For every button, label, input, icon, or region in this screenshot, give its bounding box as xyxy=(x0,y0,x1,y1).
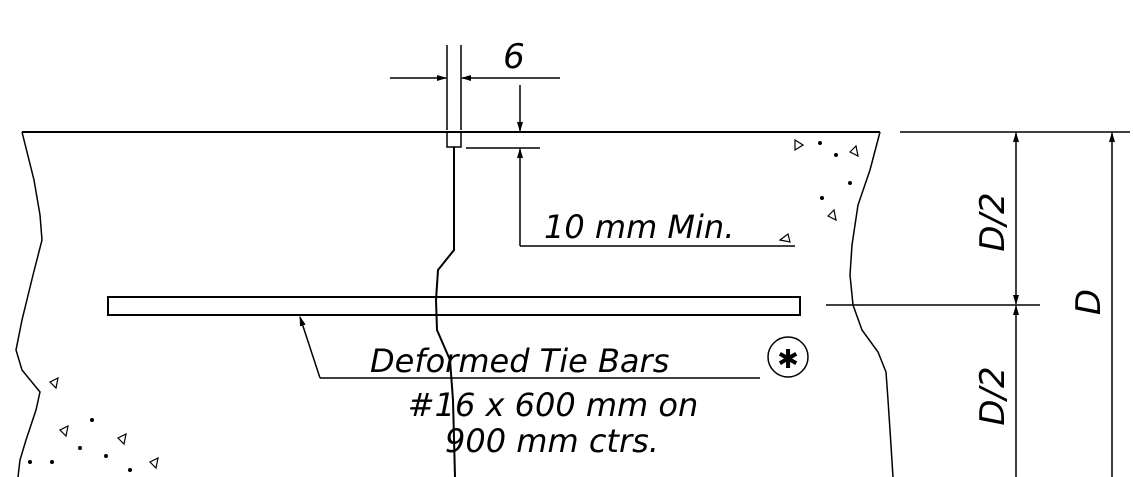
aggregate-texture xyxy=(28,138,859,472)
slab-depth-dimensions: D/2 D/2 D xyxy=(826,131,1130,477)
full-depth-label: D xyxy=(1069,289,1109,315)
upper-half-depth-label: D/2 xyxy=(973,192,1013,251)
sealant-depth-dimension: 10 mm Min. xyxy=(466,85,795,247)
tie-bar-leader-arrow xyxy=(299,316,321,379)
joint-width-dimension: 6 xyxy=(390,37,560,130)
lower-half-depth-label: D/2 xyxy=(973,366,1013,425)
slab-left-break-line xyxy=(15,131,43,477)
tie-bar-note-size: #16 x 600 mm on xyxy=(408,386,698,424)
tie-bar xyxy=(107,296,801,316)
tie-bar-callout: Deformed Tie Bars ✱ #16 x 600 mm on 900 … xyxy=(299,316,809,460)
tie-bar-note-title: Deformed Tie Bars xyxy=(370,342,669,380)
sealant-depth-label: 10 mm Min. xyxy=(544,208,734,246)
tie-bar-note-spacing: 900 mm ctrs. xyxy=(445,422,659,460)
tie-bar-asterisk-icon: ✱ xyxy=(777,345,799,375)
tie-bar-symbol-circle xyxy=(767,336,809,378)
sealant-reservoir xyxy=(446,131,462,148)
slab-right-break-line xyxy=(849,131,894,477)
joint-width-label: 6 xyxy=(503,37,525,77)
